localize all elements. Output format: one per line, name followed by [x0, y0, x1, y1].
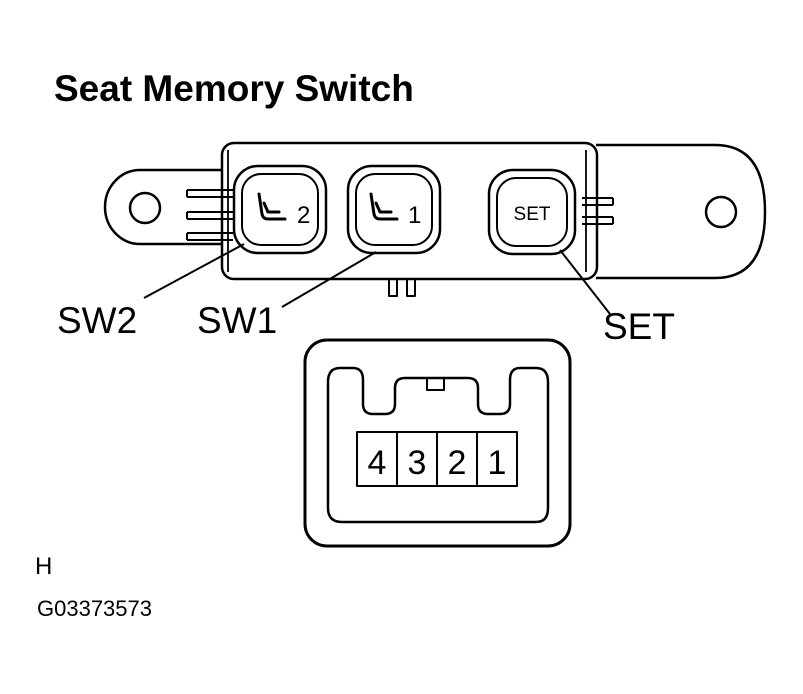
connector-pin-label: 4 — [368, 444, 387, 482]
right-mounting-hole — [704, 195, 738, 229]
sw1-button-number: 1 — [408, 202, 421, 229]
left-mounting-hole — [128, 191, 162, 225]
sw1-leader-line — [281, 251, 377, 308]
diagram-title: Seat Memory Switch — [54, 68, 414, 109]
connector-lock-tab — [426, 377, 445, 391]
seat-icon — [257, 192, 287, 221]
set-leader-line — [559, 249, 611, 315]
left-latch-slots — [186, 189, 233, 241]
right-latch-slots — [582, 197, 614, 225]
sw1-button — [346, 164, 442, 255]
connector-pin-label: 3 — [408, 444, 427, 482]
set-callout: SET — [603, 306, 675, 347]
right-mounting-tab — [596, 143, 767, 280]
figure-code: G03373573 — [37, 596, 152, 621]
seat-icon — [369, 192, 399, 221]
set-button-label: SET — [514, 204, 551, 225]
connector-pin-label: 2 — [448, 444, 467, 482]
connector-housing — [303, 338, 572, 548]
footer-letter: H — [35, 553, 53, 580]
connector-pin-label: 1 — [488, 444, 507, 482]
sw2-callout: SW2 — [57, 300, 138, 341]
sw2-button — [232, 164, 328, 255]
sw2-leader-line — [143, 243, 245, 299]
housing-terminals — [388, 278, 416, 297]
sw1-callout: SW1 — [197, 300, 278, 341]
connector-inner-outline — [326, 366, 550, 524]
connector-pin-grid — [356, 431, 518, 487]
left-mounting-tab — [103, 168, 222, 246]
sw2-button-number: 2 — [297, 202, 310, 229]
set-button — [487, 168, 577, 256]
